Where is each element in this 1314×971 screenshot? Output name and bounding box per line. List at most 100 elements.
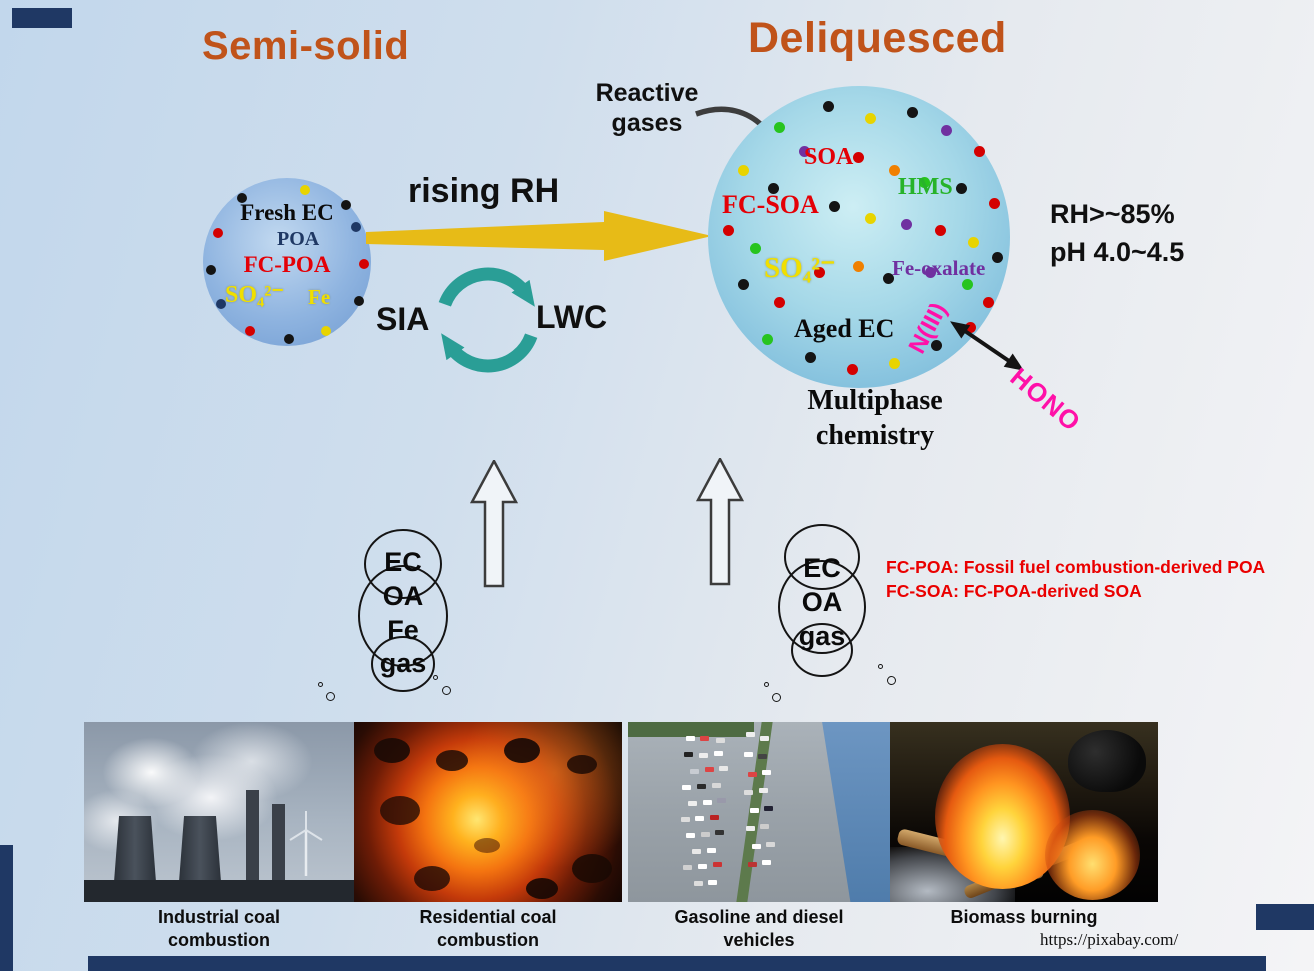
particle-dot <box>901 218 913 230</box>
caption-line: combustion <box>168 930 270 951</box>
particle-dot <box>359 258 370 269</box>
burning-coals <box>374 738 410 763</box>
multiphase-line1: Multiphase <box>807 385 943 416</box>
rh-condition: RH>~85% <box>1050 199 1175 229</box>
aged-ec-label: Aged EC <box>794 314 895 343</box>
lwc-label: LWC <box>536 299 608 335</box>
caption-industrial-coal: Industrial coal combustion <box>84 906 354 953</box>
multiphase-line2: chemistry <box>815 420 935 451</box>
cloud-left-text: EC OA Fe gas <box>348 546 458 681</box>
bubble-icon <box>887 676 896 685</box>
particle-dot <box>216 298 227 309</box>
deliquesced-title: Deliquesced <box>748 14 1007 62</box>
particle-dot <box>774 122 786 134</box>
reactive-gases-line2: gases <box>611 109 683 137</box>
deco-bar <box>12 8 72 28</box>
particle-dot <box>236 193 247 204</box>
chimney <box>246 790 259 882</box>
up-arrow-left <box>470 460 518 588</box>
bubble-icon <box>764 682 769 687</box>
particle-dot <box>738 164 750 176</box>
deco-bar <box>1256 904 1314 930</box>
bubble-icon <box>878 664 883 669</box>
bubble-icon <box>433 675 438 680</box>
particle-dot <box>865 113 877 125</box>
fe-label: Fe <box>308 285 331 309</box>
particle-dot <box>973 146 985 158</box>
sia-lwc-cycle-arrows <box>438 267 538 373</box>
caption-line: Industrial coal <box>157 907 281 927</box>
particle-dot <box>988 197 1000 209</box>
sulfate-label-large: SO₄²⁻ <box>764 252 836 284</box>
water <box>822 722 890 902</box>
particle-dot <box>283 334 294 345</box>
particle-dot <box>991 252 1003 264</box>
rising-rh-label: rising RH <box>408 172 560 210</box>
photo-residential-coal <box>354 722 622 902</box>
particle-dot <box>967 237 979 248</box>
small-particle-dots <box>203 178 371 346</box>
particle-dot <box>925 267 937 279</box>
source-photos-row <box>84 722 1158 902</box>
particle-dot <box>762 333 774 345</box>
particle-dot <box>964 321 976 333</box>
caption-line: combustion <box>437 930 539 951</box>
cloud-outline <box>778 524 866 677</box>
plant-buildings <box>84 880 354 902</box>
bubble-icon <box>326 692 335 701</box>
cloud-outline <box>358 529 448 692</box>
rising-rh-arrow <box>366 211 712 261</box>
cloud-left-line: gas <box>379 648 427 679</box>
multiphase-chemistry-label: Multiphase chemistry <box>780 383 970 453</box>
cloud-right-line: OA <box>801 586 843 617</box>
caption-line: Gasoline and diesel <box>674 907 844 927</box>
pixabay-credit-link[interactable]: https://pixabay.com/ <box>1040 930 1179 949</box>
ph-condition: pH 4.0~4.5 <box>1050 236 1185 267</box>
poa-label: POA <box>277 228 320 250</box>
caption-line: vehicles <box>723 930 795 951</box>
wind-turbine-icon <box>289 811 323 876</box>
sia-label: SIA <box>376 301 430 337</box>
caption-biomass: Biomass burning <box>890 906 1158 929</box>
fresh-ec-label: Fresh EC <box>240 200 334 225</box>
particle-dot <box>340 199 351 210</box>
caption-line: Biomass burning <box>950 907 1098 927</box>
particle-dot <box>245 325 255 336</box>
bubble-icon <box>442 686 451 695</box>
caption-residential-coal: Residential coal combustion <box>354 906 622 953</box>
cloud-left-line: Fe <box>387 614 419 645</box>
particle-dot <box>828 200 840 212</box>
deliquesced-particle: SOA FC-SOA HMS SO₄²⁻ Fe-oxalate Aged EC … <box>708 86 1010 388</box>
cars <box>686 736 695 741</box>
chimney <box>272 804 285 882</box>
reactive-gases-line1: Reactive <box>595 79 699 107</box>
particle-dot <box>213 228 224 239</box>
cooling-tower <box>114 816 156 882</box>
legend-fc-soa: FC-SOA: FC-POA-derived SOA <box>886 580 1142 601</box>
particle-dot <box>852 261 864 273</box>
particle-dot <box>798 146 810 158</box>
cloud-right-line: gas <box>798 620 846 651</box>
conditions-text: RH>~85% pH 4.0~4.5 <box>1050 196 1184 272</box>
fc-poa-label: FC-POA <box>243 252 331 277</box>
bubble-icon <box>318 682 323 687</box>
soa-label: SOA <box>804 144 854 170</box>
particle-dot <box>907 107 919 119</box>
cooking-pot <box>1068 730 1146 792</box>
caption-traffic: Gasoline and diesel vehicles <box>628 906 890 953</box>
particle-dot <box>961 279 973 291</box>
particle-dot <box>774 297 786 309</box>
particle-dot <box>804 351 816 363</box>
particle-dot <box>300 184 311 195</box>
particle-dot <box>931 339 943 351</box>
emission-cloud-right: EC OA gas <box>768 512 876 680</box>
large-particle-dots <box>708 86 1010 388</box>
fc-soa-label: FC-SOA <box>722 190 819 219</box>
particle-dot <box>846 363 858 375</box>
particle-dot <box>320 325 331 336</box>
up-arrow-right <box>696 458 744 586</box>
particle-dot <box>813 267 825 279</box>
particle-dot <box>354 295 365 306</box>
photo-industrial-coal <box>84 722 354 902</box>
